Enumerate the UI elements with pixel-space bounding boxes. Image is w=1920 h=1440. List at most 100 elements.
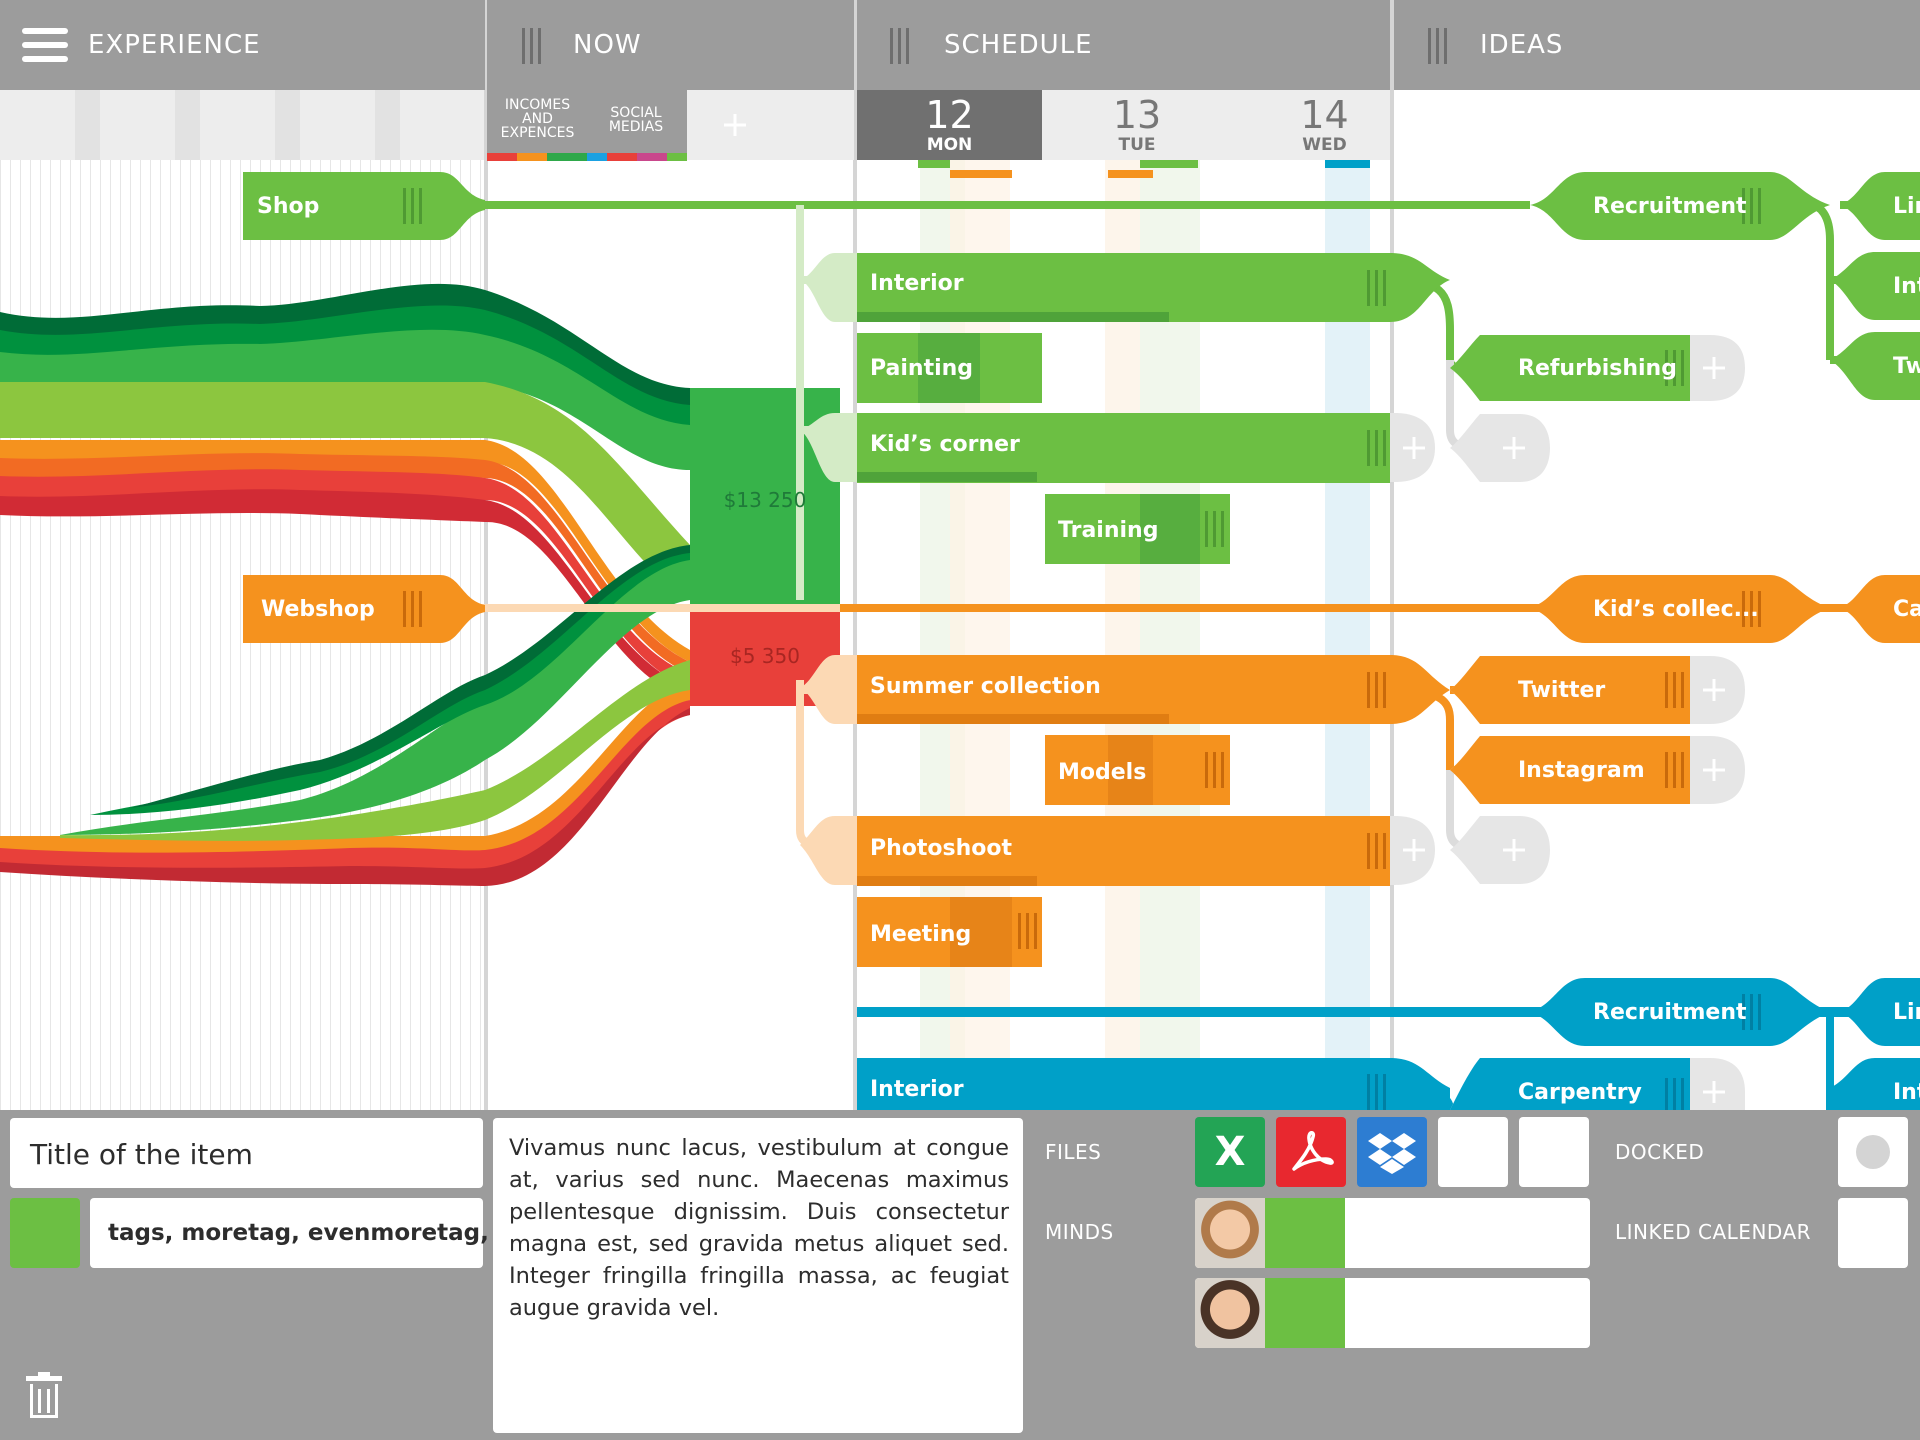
grip-icons-orange (403, 591, 1761, 949)
avatar (1195, 1278, 1265, 1348)
pdf-icon[interactable] (1276, 1117, 1346, 1187)
kids-corner-bar[interactable] (857, 413, 1390, 483)
shop-item[interactable] (243, 172, 485, 240)
files-label: FILES (1045, 1140, 1102, 1164)
schedule-header: SCHEDULE (857, 0, 1390, 90)
mind-row[interactable] (1195, 1198, 1590, 1268)
experience-title: EXPERIENCE (88, 30, 261, 60)
twitter-label: Twitter (1518, 678, 1606, 703)
day-number: 12 (925, 93, 974, 137)
expense-total: $5 350 (730, 644, 800, 668)
idea-partial-label: Tw (1893, 354, 1920, 379)
refurbishing-idea[interactable] (1450, 335, 1690, 401)
title-text: Title of the item (30, 1138, 253, 1171)
grip-icon[interactable] (522, 28, 542, 64)
day-name: MON (926, 135, 973, 155)
income-total: $13 250 (723, 488, 807, 512)
photoshoot-bar[interactable] (857, 816, 1390, 886)
avatar (1195, 1198, 1265, 1268)
day-wed[interactable]: 14 WED (1232, 90, 1417, 160)
schedule-title: SCHEDULE (944, 30, 1093, 60)
description-text: Vivamus nunc lacus, vestibulum at congue… (509, 1135, 1009, 1321)
color-swatch[interactable] (10, 1198, 80, 1268)
shop-label: Shop (257, 194, 320, 219)
grip-icons-blue (1367, 994, 1761, 1110)
tags-text: tags, moretag, evenmoretag, (108, 1220, 489, 1246)
kids-corner-label: Kid’s corner (870, 432, 1020, 457)
recruitment-green-idea[interactable] (1530, 172, 1830, 240)
linked-calendar-toggle[interactable] (1838, 1198, 1908, 1268)
file-slot-empty[interactable] (1438, 1117, 1508, 1187)
interior-label: Interior (870, 271, 964, 296)
kids-collection-label: Kid’s collec... (1593, 597, 1759, 622)
instagram-label: Instagram (1518, 758, 1645, 783)
tab-social-medias[interactable]: SOCIAL MEDIAS (608, 105, 664, 135)
ideas-title: IDEAS (1480, 30, 1564, 60)
models-label: Models (1058, 760, 1147, 785)
add-idea-tile[interactable] (1450, 414, 1550, 482)
idea-partial-label: Lin (1893, 1000, 1920, 1025)
description-field[interactable]: Vivamus nunc lacus, vestibulum at congue… (493, 1118, 1023, 1433)
kids-collection-idea[interactable] (1530, 575, 1830, 643)
photoshoot-label: Photoshoot (870, 836, 1013, 861)
day-mon[interactable]: 12 MON (857, 90, 1042, 160)
summer-collection-label: Summer collection (870, 674, 1101, 699)
webshop-label: Webshop (261, 597, 375, 622)
grip-icon[interactable] (890, 28, 910, 64)
interior-green-bar[interactable] (857, 253, 1450, 322)
grip-icon[interactable] (1428, 28, 1448, 64)
linked-calendar-label: LINKED CALENDAR (1615, 1220, 1812, 1244)
excel-icon[interactable]: X (1195, 1117, 1265, 1187)
grip-icons-green (403, 188, 1761, 547)
twitter-idea[interactable] (1450, 656, 1690, 724)
idea-partial-label: Lin (1893, 194, 1920, 219)
recruitment-blue-label: Recruitment (1593, 1000, 1747, 1025)
interior-blue-label: Interior (870, 1077, 964, 1102)
ideas-header: IDEAS (1394, 0, 1920, 90)
day-name: WED (1302, 135, 1347, 155)
tab-incomes[interactable]: INCOMES AND EXPENCES (500, 97, 575, 141)
idea-partial-label: Int (1893, 1080, 1920, 1105)
carpentry-idea[interactable] (1450, 1058, 1690, 1110)
day-name: TUE (1118, 135, 1156, 155)
add-idea-tile-2[interactable] (1450, 816, 1550, 884)
docked-label: DOCKED (1615, 1140, 1705, 1164)
mind-progress (1265, 1278, 1345, 1348)
day-number: 14 (1300, 93, 1349, 137)
mind-row[interactable] (1195, 1278, 1590, 1348)
interior-blue-bar[interactable] (857, 1058, 1450, 1110)
idea-partial-label: Ca (1893, 597, 1920, 622)
meeting-label: Meeting (870, 922, 972, 947)
menu-icon[interactable] (22, 28, 68, 62)
day-number: 13 (1112, 93, 1162, 137)
carpentry-label: Carpentry (1518, 1080, 1642, 1105)
title-field[interactable]: Title of the item (10, 1118, 483, 1188)
tags-field[interactable]: tags, moretag, evenmoretag, (90, 1198, 489, 1268)
trash-icon[interactable] (26, 1372, 62, 1418)
instagram-idea[interactable] (1450, 736, 1690, 804)
now-tab-bar (487, 90, 687, 160)
training-label: Training (1058, 518, 1159, 543)
webshop-item[interactable] (243, 575, 485, 643)
recruitment-blue-idea[interactable] (1530, 978, 1830, 1046)
item-editor-dock: Title of the item tags, moretag, evenmor… (0, 1110, 1920, 1440)
file-slot-empty[interactable] (1519, 1117, 1589, 1187)
add-tab-button[interactable] (710, 105, 760, 145)
now-title: NOW (573, 30, 642, 60)
dropbox-icon[interactable] (1357, 1117, 1427, 1187)
plus-icons (724, 114, 1725, 1103)
refurbishing-label: Refurbishing (1518, 356, 1677, 381)
recruitment-label: Recruitment (1593, 194, 1747, 219)
minds-label: MINDS (1045, 1220, 1114, 1244)
day-tue[interactable]: 13 TUE (1042, 90, 1232, 160)
stream-graph (0, 283, 690, 886)
idea-partial-label: Int (1893, 274, 1920, 299)
now-header: NOW (487, 0, 854, 90)
summer-collection-bar[interactable] (857, 655, 1450, 724)
painting-label: Painting (870, 356, 974, 381)
timeline-visual (0, 0, 1920, 1110)
mind-progress (1265, 1198, 1345, 1268)
experience-header: EXPERIENCE (0, 0, 485, 90)
docked-toggle[interactable] (1838, 1117, 1908, 1187)
